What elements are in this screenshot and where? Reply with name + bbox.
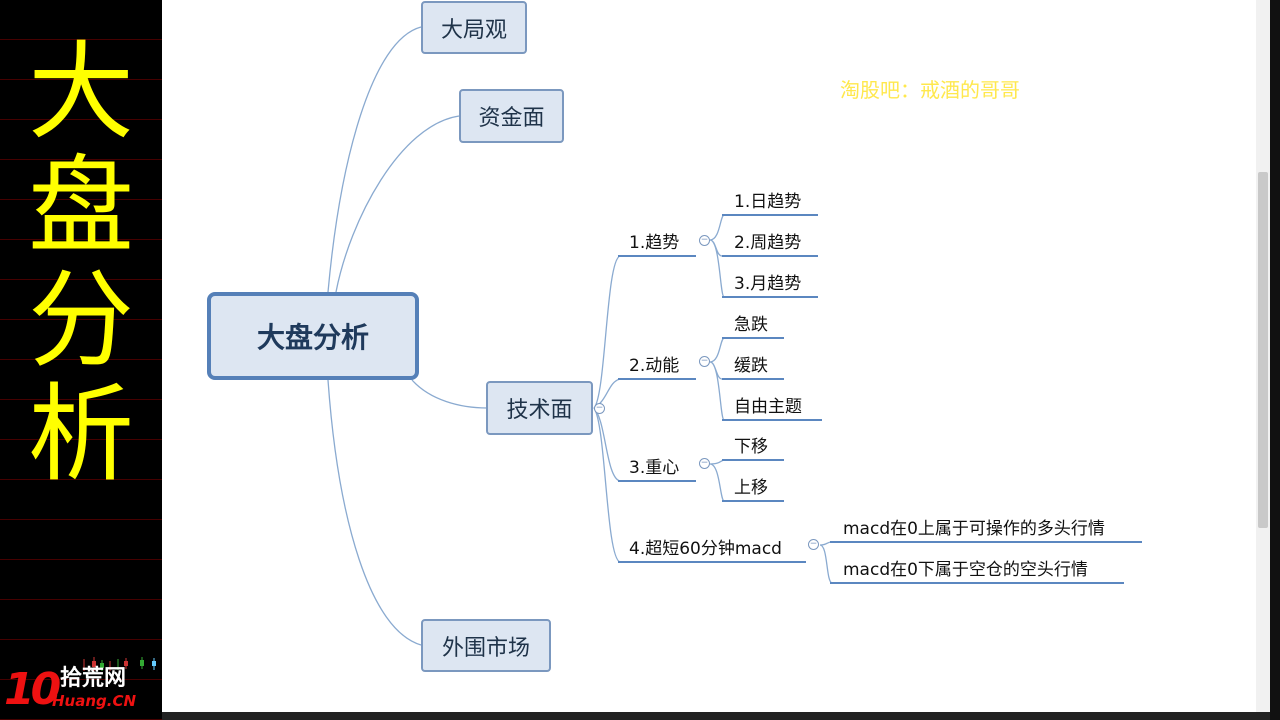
label-trend[interactable]: 1.趋势 — [629, 233, 680, 253]
label-slow-drop[interactable]: 缓跌 — [734, 356, 768, 376]
root-node[interactable]: 大盘分析 — [207, 292, 419, 380]
logo-candlestick-icon — [83, 657, 156, 671]
bottom-edge — [162, 712, 1270, 720]
label-move-down[interactable]: 下移 — [734, 437, 768, 457]
collapse-technical-icon[interactable]: − — [594, 403, 605, 414]
label-macd[interactable]: 4.超短60分钟macd — [629, 539, 782, 559]
vertical-title: 大 盘 分 析 — [20, 36, 142, 492]
node-external[interactable]: 外围市场 — [421, 619, 551, 672]
right-edge — [1270, 0, 1280, 720]
logo-number: 10 — [4, 664, 61, 715]
collapse-momentum-icon[interactable]: − — [699, 356, 710, 367]
label-sharp-drop[interactable]: 急跌 — [734, 315, 768, 335]
logo-domain: Huang.CN — [52, 692, 137, 710]
node-technical[interactable]: 技术面 — [486, 381, 593, 435]
label-momentum[interactable]: 2.动能 — [629, 356, 680, 376]
title-char-1: 大 — [28, 31, 134, 154]
label-macd-below-zero[interactable]: macd在0下属于空仓的空头行情 — [843, 560, 1088, 580]
label-day-trend[interactable]: 1.日趋势 — [734, 192, 802, 212]
label-move-up[interactable]: 上移 — [734, 478, 768, 498]
left-panel: 大 盘 分 析 — [0, 0, 162, 720]
node-big-picture[interactable]: 大局观 — [421, 1, 527, 54]
label-free-topic[interactable]: 自由主题 — [734, 397, 802, 417]
label-month-trend[interactable]: 3.月趋势 — [734, 274, 802, 294]
collapse-trend-icon[interactable]: − — [699, 235, 710, 246]
collapse-center-icon[interactable]: − — [699, 458, 710, 469]
label-macd-above-zero[interactable]: macd在0上属于可操作的多头行情 — [843, 519, 1105, 539]
collapse-macd-icon[interactable]: − — [808, 539, 819, 550]
title-char-3: 分 — [28, 259, 134, 382]
label-center[interactable]: 3.重心 — [629, 458, 680, 478]
logo-name: 拾荒网 — [60, 666, 127, 691]
title-char-2: 盘 — [28, 145, 134, 268]
title-char-4: 析 — [28, 373, 134, 496]
label-week-trend[interactable]: 2.周趋势 — [734, 233, 802, 253]
node-capital[interactable]: 资金面 — [459, 89, 564, 143]
watermark-text: 淘股吧：戒酒的哥哥 — [840, 78, 1020, 102]
scrollbar-thumb[interactable] — [1258, 172, 1268, 528]
